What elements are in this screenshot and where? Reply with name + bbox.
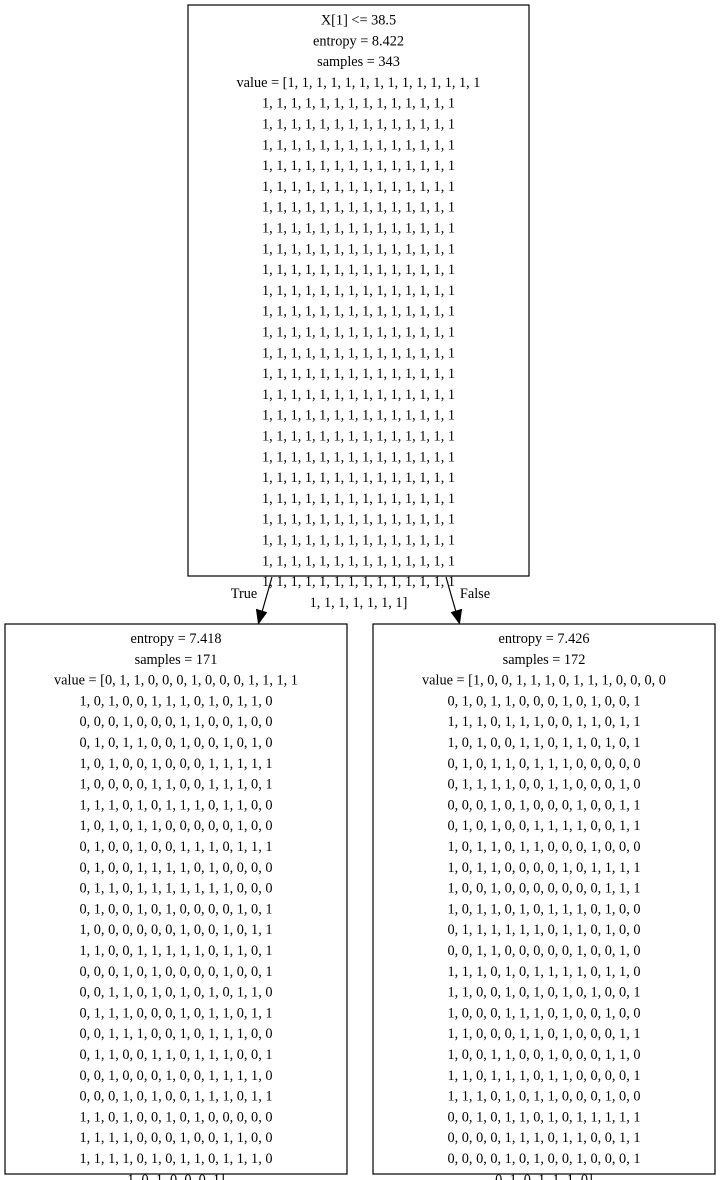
left-child-node-box — [4, 623, 348, 1175]
right-line-1: samples = 172 — [503, 652, 586, 668]
right-line-9: 0, 1, 0, 1, 0, 0, 1, 1, 1, 1, 0, 0, 1, 1 — [447, 818, 640, 834]
right-line-2: value = [1, 0, 0, 1, 1, 1, 0, 1, 1, 1, 0… — [422, 673, 666, 689]
right-line-18: 1, 0, 0, 0, 1, 1, 1, 0, 1, 0, 0, 1, 0, 0 — [447, 1005, 640, 1021]
root-line-11: 1, 1, 1, 1, 1, 1, 1, 1, 1, 1, 1, 1, 1, 1 — [262, 241, 455, 257]
left-line-13: 0, 1, 0, 0, 1, 0, 1, 0, 0, 0, 0, 1, 0, 1 — [79, 901, 272, 917]
root-line-6: 1, 1, 1, 1, 1, 1, 1, 1, 1, 1, 1, 1, 1, 1 — [262, 137, 455, 153]
left-line-20: 0, 1, 1, 0, 0, 1, 1, 0, 1, 1, 1, 0, 0, 1 — [79, 1047, 272, 1063]
left-line-24: 1, 1, 1, 1, 0, 0, 0, 1, 0, 0, 1, 1, 0, 0 — [79, 1130, 272, 1146]
left-line-25: 1, 1, 1, 1, 0, 1, 0, 1, 1, 0, 1, 1, 1, 0 — [79, 1151, 272, 1167]
left-line-8: 1, 1, 1, 0, 1, 0, 1, 1, 1, 0, 1, 1, 0, 0 — [79, 797, 272, 813]
root-node-text: X[1] <= 38.5 entropy = 8.422 samples = 343… — [237, 13, 481, 611]
left-line-5: 0, 1, 0, 1, 1, 0, 0, 1, 0, 0, 1, 0, 1, 0 — [79, 735, 272, 751]
root-line-2: samples = 343 — [317, 54, 400, 70]
right-line-8: 0, 0, 0, 1, 0, 1, 0, 0, 0, 1, 0, 0, 1, 1 — [447, 797, 640, 813]
root-line-9: 1, 1, 1, 1, 1, 1, 1, 1, 1, 1, 1, 1, 1, 1 — [262, 200, 455, 216]
right-line-4: 1, 1, 1, 0, 1, 1, 1, 0, 0, 1, 1, 0, 1, 1 — [447, 714, 640, 730]
left-line-21: 0, 0, 1, 0, 0, 0, 1, 0, 0, 1, 1, 1, 1, 0 — [79, 1068, 272, 1084]
root-line-1: entropy = 8.422 — [313, 33, 404, 49]
left-line-11: 0, 1, 0, 0, 1, 1, 1, 1, 0, 1, 0, 0, 0, 0 — [79, 860, 272, 876]
root-line-15: 1, 1, 1, 1, 1, 1, 1, 1, 1, 1, 1, 1, 1, 1 — [262, 325, 455, 341]
left-child-node-text: entropy = 7.418 samples = 171 value = [0, … — [54, 631, 298, 1180]
root-line-8: 1, 1, 1, 1, 1, 1, 1, 1, 1, 1, 1, 1, 1, 1 — [262, 179, 455, 195]
right-line-19: 1, 1, 0, 0, 0, 1, 1, 0, 1, 0, 0, 0, 1, 1 — [447, 1026, 640, 1042]
right-line-12: 1, 0, 0, 1, 0, 0, 0, 0, 0, 0, 0, 1, 1, 1 — [447, 881, 640, 897]
root-line-19: 1, 1, 1, 1, 1, 1, 1, 1, 1, 1, 1, 1, 1, 1 — [262, 408, 455, 424]
left-line-16: 0, 0, 0, 1, 0, 1, 0, 0, 0, 0, 1, 0, 0, 1 — [79, 964, 272, 980]
root-node-box — [187, 4, 530, 577]
right-line-15: 0, 0, 1, 1, 0, 0, 0, 0, 0, 1, 0, 0, 1, 0 — [447, 943, 640, 959]
root-line-28: 1, 1, 1, 1, 1, 1, 1] — [310, 595, 408, 611]
left-line-19: 0, 0, 1, 1, 1, 0, 0, 1, 0, 1, 1, 1, 0, 0 — [79, 1026, 272, 1042]
root-line-7: 1, 1, 1, 1, 1, 1, 1, 1, 1, 1, 1, 1, 1, 1 — [262, 158, 455, 174]
right-line-17: 1, 1, 0, 0, 1, 0, 1, 0, 1, 0, 1, 0, 0, 1 — [447, 985, 640, 1001]
right-line-22: 1, 1, 1, 0, 1, 0, 1, 1, 0, 0, 0, 1, 0, 0 — [447, 1089, 640, 1105]
left-line-4: 0, 0, 0, 1, 0, 0, 0, 1, 1, 0, 0, 1, 0, 0 — [79, 714, 272, 730]
right-line-11: 1, 0, 1, 1, 0, 0, 0, 0, 1, 0, 1, 1, 1, 1 — [447, 860, 640, 876]
left-line-18: 0, 1, 1, 1, 0, 0, 0, 1, 0, 1, 1, 0, 1, 1 — [79, 1005, 272, 1021]
left-line-0: entropy = 7.418 — [130, 631, 221, 647]
right-line-7: 0, 1, 1, 1, 1, 0, 0, 1, 1, 0, 0, 0, 1, 0 — [447, 777, 640, 793]
left-line-7: 1, 0, 0, 0, 0, 1, 1, 0, 0, 1, 1, 1, 0, 1 — [79, 777, 272, 793]
root-line-18: 1, 1, 1, 1, 1, 1, 1, 1, 1, 1, 1, 1, 1, 1 — [262, 387, 455, 403]
left-line-12: 0, 1, 1, 0, 1, 1, 1, 1, 1, 1, 1, 0, 0, 0 — [79, 881, 272, 897]
left-line-17: 0, 0, 1, 1, 0, 1, 0, 1, 0, 1, 0, 1, 1, 0 — [79, 985, 272, 1001]
right-line-14: 0, 1, 1, 1, 1, 1, 1, 0, 1, 1, 0, 1, 0, 0 — [447, 922, 640, 938]
right-line-25: 0, 0, 0, 0, 1, 0, 1, 0, 0, 1, 0, 0, 0, 1 — [447, 1151, 640, 1167]
right-line-6: 0, 1, 0, 1, 1, 0, 1, 1, 1, 0, 0, 0, 0, 0 — [447, 756, 640, 772]
root-line-12: 1, 1, 1, 1, 1, 1, 1, 1, 1, 1, 1, 1, 1, 1 — [262, 262, 455, 278]
root-line-27: 1, 1, 1, 1, 1, 1, 1, 1, 1, 1, 1, 1, 1, 1 — [262, 574, 455, 590]
right-line-24: 0, 0, 0, 0, 1, 1, 1, 0, 1, 1, 0, 0, 1, 1 — [447, 1130, 640, 1146]
left-line-9: 1, 0, 1, 0, 1, 1, 0, 0, 0, 0, 0, 1, 0, 0 — [79, 818, 272, 834]
root-line-13: 1, 1, 1, 1, 1, 1, 1, 1, 1, 1, 1, 1, 1, 1 — [262, 283, 455, 299]
right-line-23: 0, 0, 1, 0, 1, 1, 0, 1, 0, 1, 1, 1, 1, 1 — [447, 1109, 640, 1125]
root-line-4: 1, 1, 1, 1, 1, 1, 1, 1, 1, 1, 1, 1, 1, 1 — [262, 96, 455, 112]
root-line-26: 1, 1, 1, 1, 1, 1, 1, 1, 1, 1, 1, 1, 1, 1 — [262, 553, 455, 569]
right-line-3: 0, 1, 0, 1, 1, 0, 0, 0, 1, 0, 1, 0, 0, 1 — [447, 693, 640, 709]
root-line-20: 1, 1, 1, 1, 1, 1, 1, 1, 1, 1, 1, 1, 1, 1 — [262, 429, 455, 445]
root-line-3: value = [1, 1, 1, 1, 1, 1, 1, 1, 1, 1, 1… — [237, 75, 481, 91]
root-line-25: 1, 1, 1, 1, 1, 1, 1, 1, 1, 1, 1, 1, 1, 1 — [262, 533, 455, 549]
right-child-node: entropy = 7.426 samples = 172 value = [1, … — [372, 623, 716, 1180]
right-line-20: 1, 0, 0, 1, 1, 0, 0, 1, 0, 0, 0, 1, 1, 0 — [447, 1047, 640, 1063]
root-line-10: 1, 1, 1, 1, 1, 1, 1, 1, 1, 1, 1, 1, 1, 1 — [262, 221, 455, 237]
right-line-26: 0, 1, 0, 1, 1, 1, 0] — [495, 1172, 593, 1180]
root-line-5: 1, 1, 1, 1, 1, 1, 1, 1, 1, 1, 1, 1, 1, 1 — [262, 117, 455, 133]
left-line-2: value = [0, 1, 1, 0, 0, 0, 1, 0, 0, 0, 1… — [54, 673, 298, 689]
root-line-0: X[1] <= 38.5 — [321, 13, 396, 29]
left-line-6: 1, 0, 1, 0, 0, 1, 0, 0, 0, 1, 1, 1, 1, 1 — [79, 756, 272, 772]
left-line-3: 1, 0, 1, 0, 0, 1, 1, 1, 0, 1, 0, 1, 1, 0 — [79, 693, 272, 709]
left-line-26: 1, 0, 1, 0, 0, 0, 1] — [127, 1172, 225, 1180]
root-line-17: 1, 1, 1, 1, 1, 1, 1, 1, 1, 1, 1, 1, 1, 1 — [262, 366, 455, 382]
root-line-21: 1, 1, 1, 1, 1, 1, 1, 1, 1, 1, 1, 1, 1, 1 — [262, 449, 455, 465]
root-line-14: 1, 1, 1, 1, 1, 1, 1, 1, 1, 1, 1, 1, 1, 1 — [262, 304, 455, 320]
left-line-10: 0, 1, 0, 0, 1, 0, 0, 1, 1, 1, 0, 1, 1, 1 — [79, 839, 272, 855]
edge-label-false: False — [460, 586, 490, 602]
root-line-16: 1, 1, 1, 1, 1, 1, 1, 1, 1, 1, 1, 1, 1, 1 — [262, 345, 455, 361]
left-line-1: samples = 171 — [135, 652, 218, 668]
root-node: X[1] <= 38.5 entropy = 8.422 samples = 343… — [187, 4, 530, 611]
edge-label-true: True — [231, 586, 258, 602]
right-line-16: 1, 1, 1, 0, 1, 0, 1, 1, 1, 1, 0, 1, 1, 0 — [447, 964, 640, 980]
left-child-node: entropy = 7.418 samples = 171 value = [0, … — [4, 623, 348, 1180]
edge-true — [255, 576, 273, 625]
root-line-23: 1, 1, 1, 1, 1, 1, 1, 1, 1, 1, 1, 1, 1, 1 — [262, 491, 455, 507]
right-line-13: 1, 0, 1, 1, 0, 1, 0, 1, 1, 1, 0, 1, 0, 0 — [447, 901, 640, 917]
right-line-10: 1, 0, 1, 1, 0, 1, 1, 0, 0, 0, 1, 0, 0, 0 — [447, 839, 640, 855]
right-line-5: 1, 0, 1, 0, 0, 1, 1, 0, 1, 1, 0, 1, 0, 1 — [447, 735, 640, 751]
left-line-23: 1, 1, 0, 1, 0, 0, 1, 0, 1, 0, 0, 0, 0, 0 — [79, 1109, 272, 1125]
left-line-22: 0, 0, 0, 1, 0, 1, 0, 0, 1, 1, 1, 0, 1, 1 — [79, 1089, 272, 1105]
edge-false — [445, 576, 463, 625]
left-line-14: 1, 0, 0, 0, 0, 0, 0, 1, 0, 0, 1, 0, 1, 1 — [79, 922, 272, 938]
right-child-node-text: entropy = 7.426 samples = 172 value = [1, … — [422, 631, 666, 1180]
left-line-15: 1, 1, 0, 0, 1, 1, 1, 1, 1, 0, 1, 1, 0, 1 — [79, 943, 272, 959]
right-child-node-box — [372, 623, 716, 1175]
right-line-0: entropy = 7.426 — [498, 631, 589, 647]
root-line-24: 1, 1, 1, 1, 1, 1, 1, 1, 1, 1, 1, 1, 1, 1 — [262, 512, 455, 528]
root-line-22: 1, 1, 1, 1, 1, 1, 1, 1, 1, 1, 1, 1, 1, 1 — [262, 470, 455, 486]
right-line-21: 1, 1, 0, 1, 1, 1, 0, 1, 1, 0, 0, 0, 0, 1 — [447, 1068, 640, 1084]
